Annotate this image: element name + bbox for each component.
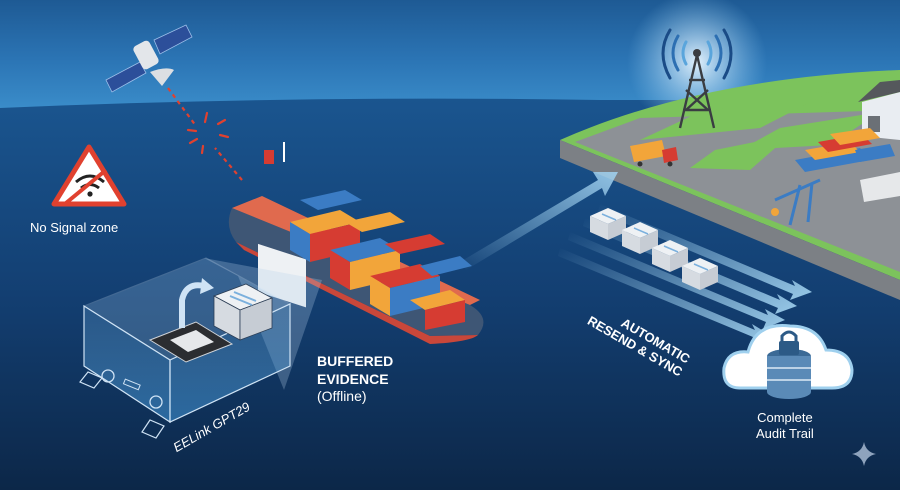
satellite-icon xyxy=(105,24,193,93)
no-wifi-warning-icon xyxy=(51,144,127,207)
buffered-evidence-label: BUFFERED EVIDENCE xyxy=(317,352,393,388)
buffered-line2: EVIDENCE xyxy=(317,371,389,387)
warehouse-icon xyxy=(858,80,900,140)
offline-label: (Offline) xyxy=(317,388,367,404)
cloud-database-icon xyxy=(722,324,854,399)
no-signal-label: No Signal zone xyxy=(30,220,119,235)
audit-line1: Complete xyxy=(757,410,813,425)
signal-waves-icon xyxy=(661,28,733,80)
sparkle-icon xyxy=(852,442,876,466)
cell-tower-icon xyxy=(678,54,716,129)
data-stack-icon xyxy=(590,208,718,290)
signal-lost-icon xyxy=(186,111,230,155)
container-ship-icon xyxy=(228,142,484,344)
lock-icon xyxy=(779,330,799,355)
tracker-device-icon xyxy=(79,257,292,439)
data-stack-icon xyxy=(213,283,273,341)
crane-icon xyxy=(774,178,821,226)
container-yard xyxy=(795,128,900,202)
truck-icon xyxy=(630,140,678,167)
chip-icon xyxy=(148,321,234,363)
buffered-line1: BUFFERED xyxy=(317,353,394,369)
audit-trail-label: Complete Audit Trail xyxy=(756,410,814,442)
audit-line2: Audit Trail xyxy=(756,426,814,441)
